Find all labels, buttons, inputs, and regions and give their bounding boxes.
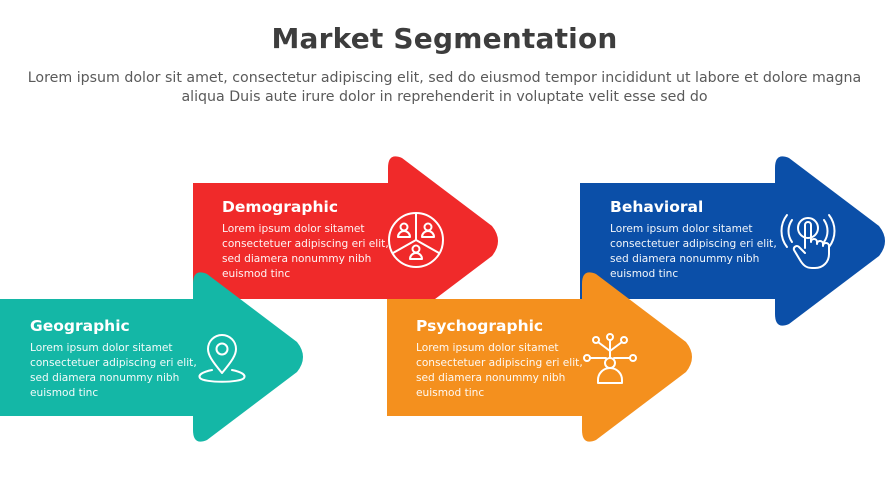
- segment-description: Lorem ipsum dolor sitamet consectetuer a…: [416, 342, 583, 399]
- page-title: Market Segmentation: [271, 22, 618, 55]
- segment-title: Geographic: [30, 317, 130, 335]
- psychographic-segment: Psychographic Lorem ipsum dolor sitamet …: [416, 316, 586, 401]
- behavioral-arrow: [580, 156, 885, 326]
- psychographic-arrow: [387, 272, 692, 442]
- demographic-segment: Demographic Lorem ipsum dolor sitamet co…: [222, 197, 392, 282]
- segment-description: Lorem ipsum dolor sitamet consectetuer a…: [30, 342, 197, 399]
- mind-network-icon: [583, 333, 637, 384]
- tap-gesture-icon: [780, 214, 836, 269]
- geographic-segment: Geographic Lorem ipsum dolor sitamet con…: [30, 316, 200, 401]
- segment-title: Psychographic: [416, 317, 544, 335]
- people-pie-icon: [388, 212, 444, 268]
- segment-description: Lorem ipsum dolor sitamet consectetuer a…: [610, 223, 777, 280]
- segment-title: Behavioral: [610, 198, 704, 216]
- geographic-arrow: [0, 272, 303, 442]
- segment-title: Demographic: [222, 198, 339, 216]
- segment-description: Lorem ipsum dolor sitamet consectetuer a…: [222, 223, 389, 280]
- page-subtitle: Lorem ipsum dolor sit amet, consectetur …: [27, 70, 862, 105]
- behavioral-segment: Behavioral Lorem ipsum dolor sitamet con…: [610, 197, 780, 282]
- location-pin-icon: [198, 334, 246, 383]
